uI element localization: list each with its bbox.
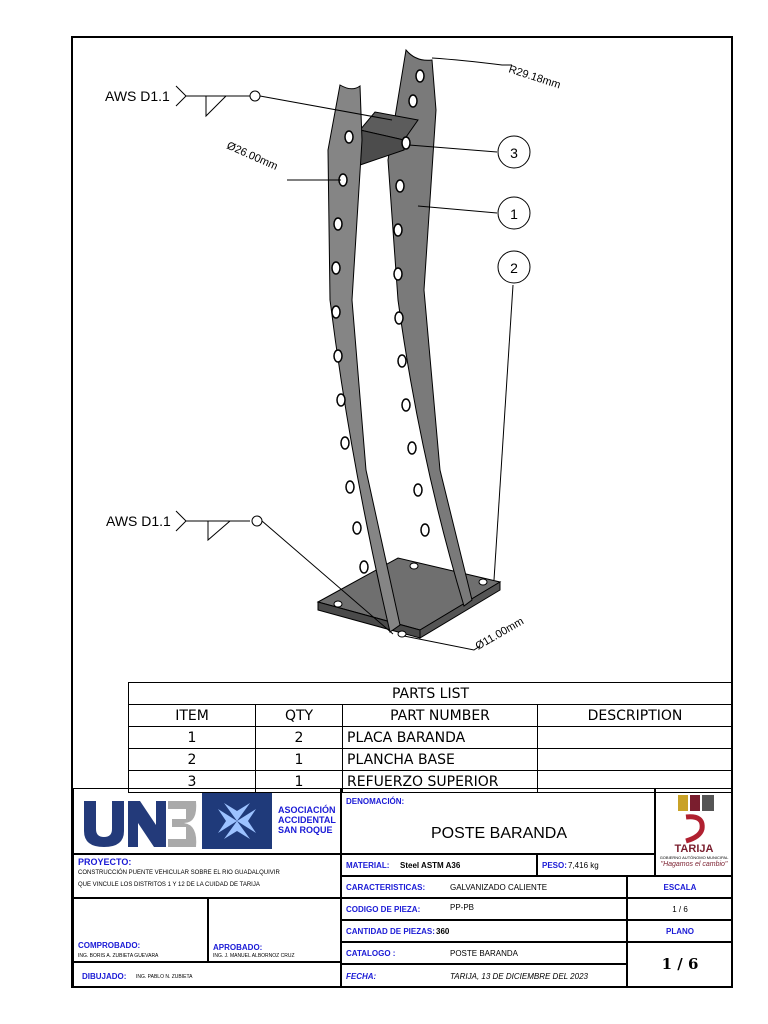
tarija-name: TARIJA (674, 843, 714, 855)
proyecto-line-1: CONSTRUCCIÓN PUENTE VEHICULAR SOBRE EL R… (78, 870, 280, 876)
tarija-logo (678, 795, 714, 844)
plano-value: 1 / 6 (661, 955, 699, 973)
table-row: 2 1 PLANCHA BASE (128, 748, 733, 771)
escala-value-cell: 1 / 6 (627, 898, 733, 920)
fecha-label: FECHA: (346, 972, 377, 981)
catalogo-label: CATALOGO : (346, 949, 396, 958)
front-plate-holes (331, 130, 369, 574)
material-value: Steel ASTM A36 (400, 861, 461, 870)
proyecto-label: PROYECTO: (78, 857, 132, 867)
balloon-1 (497, 196, 531, 230)
catalogo-cell: CATALOGO : POSTE BARANDA (341, 942, 627, 964)
cantidad-cell: CANTIDAD DE PIEZAS: 360 (341, 920, 627, 942)
row-item: 3 (128, 770, 256, 793)
association-line-1: ASOCIACIÓN (278, 805, 336, 815)
tarija-slogan: "Hagamos el cambio" (660, 861, 728, 868)
row-qty: 2 (255, 726, 343, 749)
denominacion-cell: DENOMACIÓN: POSTE BARANDA (341, 788, 655, 854)
denominacion-value: POSTE BARANDA (430, 825, 568, 842)
proyecto-cell: PROYECTO: CONSTRUCCIÓN PUENTE VEHICULAR … (73, 854, 341, 898)
plano-value-cell: 1 / 6 (627, 942, 733, 988)
balloon-2 (497, 250, 531, 284)
caracteristicas-cell: CARACTERISTICAS: GALVANIZADO CALIENTE (341, 876, 627, 898)
association-emblem (202, 793, 272, 849)
peso-value: 7,416 kg (568, 861, 599, 870)
row-desc (537, 748, 733, 771)
caracteristicas-label: CARACTERISTICAS: (346, 883, 426, 892)
comprobado-cell: COMPROBADO: ING. BORIS A. ZUBIETA GUEVAR… (73, 898, 208, 962)
plate-back (387, 48, 473, 607)
row-part: PLANCHA BASE (342, 748, 538, 771)
maltese-cross-icon (218, 803, 256, 839)
escala-label-cell: ESCALA (627, 876, 733, 898)
peso-label: PESO: (542, 861, 567, 870)
catalogo-value: POSTE BARANDA (450, 949, 519, 958)
comprobado-label: COMPROBADO: (78, 941, 141, 950)
base-plate-edge-right (419, 581, 501, 639)
weld-callout-bottom: AWS D1.1 (106, 513, 171, 529)
peso-cell: PESO: 7,416 kg (537, 854, 655, 876)
material-label: MATERIAL: (346, 861, 390, 870)
row-item: 1 (128, 726, 256, 749)
header-item: ITEM (128, 704, 256, 727)
cantidad-label: CANTIDAD DE PIEZAS: (346, 927, 435, 936)
tarija-logo-cell: TARIJA GOBIERNO AUTÓNOMO MUNICIPAL "Haga… (655, 788, 733, 876)
header-qty: QTY (255, 704, 343, 727)
parts-list-title: PARTS LIST (128, 682, 733, 705)
fecha-value: TARIJA, 13 DE DICIEMBRE DEL 2023 (450, 972, 588, 981)
codigo-value: PP-PB (450, 903, 475, 912)
proyecto-line-2: QUE VINCULE LOS DISTRITOS 1 Y 12 DE LA C… (78, 882, 260, 888)
header-part-number: PART NUMBER (342, 704, 538, 727)
weld-symbol-top (175, 85, 250, 118)
aprobado-label: APROBADO: (213, 943, 263, 952)
balloon-2-label: 2 (510, 260, 518, 276)
escala-label: ESCALA (663, 883, 697, 892)
row-item: 2 (128, 748, 256, 771)
row-qty: 1 (255, 748, 343, 771)
aprobado-cell: APROBADO: ING. J. MANUEL ALBORNOZ CRUZ (208, 898, 341, 962)
table-row: 3 1 REFUERZO SUPERIOR (128, 770, 733, 793)
tarija-sub: GOBIERNO AUTÓNOMO MUNICIPAL (659, 855, 729, 860)
weld-symbol-bottom (175, 510, 250, 542)
base-holes (333, 562, 488, 638)
row-desc (537, 726, 733, 749)
caracteristicas-value: GALVANIZADO CALIENTE (450, 883, 548, 892)
parts-list-table: PARTS LIST ITEM QTY PART NUMBER DESCRIPT… (128, 682, 733, 793)
balloon-3-label: 3 (510, 145, 518, 161)
hole-dia-callout: Ø26.00mm (225, 140, 280, 173)
association-line-2: ACCIDENTAL (278, 815, 336, 825)
logo-cell: ASOCIACIÓN ACCIDENTAL SAN ROQUE (73, 788, 341, 854)
escala-value: 1 / 6 (672, 905, 688, 914)
radius-callout: R29.18mm (507, 63, 562, 91)
dibujado-label: DIBUJADO: (82, 972, 127, 981)
row-qty: 1 (255, 770, 343, 793)
aprobado-value: ING. J. MANUEL ALBORNOZ CRUZ (213, 953, 295, 959)
denominacion-label: DENOMACIÓN: (346, 797, 405, 806)
dibujado-value: ING. PABLO N. ZUBIETA (136, 974, 193, 980)
dibujado-cell: DIBUJADO: ING. PABLO N. ZUBIETA (73, 962, 341, 988)
cantidad-value: 360 (436, 927, 450, 936)
base-plate (316, 557, 502, 631)
balloon-3 (497, 135, 531, 169)
plano-label: PLANO (666, 927, 694, 936)
back-plate-holes (393, 69, 430, 537)
material-cell: MATERIAL: Steel ASTM A36 (341, 854, 537, 876)
header-description: DESCRIPTION (537, 704, 733, 727)
weld-callout-top: AWS D1.1 (105, 88, 170, 104)
table-row: 1 2 PLACA BARANDA (128, 726, 733, 749)
row-part: PLACA BARANDA (342, 726, 538, 749)
balloon-1-label: 1 (510, 206, 518, 222)
codigo-cell: CODIGO DE PIEZA: PP-PB (341, 898, 627, 920)
fecha-cell: FECHA: TARIJA, 13 DE DICIEMBRE DEL 2023 (341, 964, 627, 988)
codigo-label: CODIGO DE PIEZA: (346, 905, 421, 914)
association-line-3: SAN ROQUE (278, 825, 333, 835)
un3-logo (84, 801, 197, 847)
comprobado-value: ING. BORIS A. ZUBIETA GUEVARA (78, 953, 159, 959)
row-desc (537, 770, 733, 793)
base-hole-callout: Ø11.00mm (474, 615, 526, 652)
plano-label-cell: PLANO (627, 920, 733, 942)
